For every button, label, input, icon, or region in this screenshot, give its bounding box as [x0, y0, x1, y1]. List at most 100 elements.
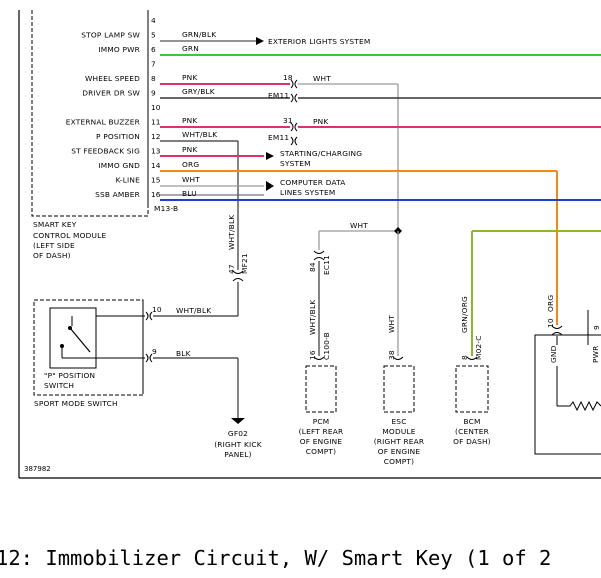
wire-label-wht-a: WHT: [313, 74, 331, 83]
module-pin-label: DRIVER DR SW: [82, 89, 140, 98]
p-position-label-2: SWITCH: [44, 381, 74, 390]
esc-pin: 38: [387, 350, 396, 360]
ground-line-2: PANEL): [224, 450, 251, 459]
figure-caption: 12: Immobilizer Circuit, W/ Smart Key (1…: [0, 546, 601, 578]
pcm-wire-label: WHT/BLK: [308, 300, 317, 335]
ground-name: GF02: [228, 429, 248, 438]
sport-connector-icon: [145, 311, 153, 363]
bcm-name-3: OF DASH): [453, 437, 491, 446]
sport-wire-10: WHT/BLK: [176, 306, 211, 315]
ec11-label: EC11: [322, 255, 331, 275]
pcm-pin: 16: [308, 350, 317, 360]
module-pin-number: 14: [151, 161, 161, 170]
module-pin-label: SSB AMBER: [95, 190, 140, 199]
module-pin-label: K-LINE: [116, 176, 141, 185]
wire-label-6: GRN: [182, 44, 199, 53]
figure-id: 387982: [24, 465, 51, 473]
wire-label-15: WHT: [182, 175, 200, 184]
module-pin-number: 15: [151, 176, 161, 185]
switch-pivot-icon: [68, 326, 72, 330]
em11-connector-icon-2: [294, 79, 298, 146]
em11-pin-b: 31: [283, 116, 293, 125]
wire-label-14: ORG: [182, 160, 199, 169]
right-gnd: GND: [549, 345, 558, 363]
bcm-wire-label: GRN/ORG: [460, 296, 469, 333]
module-pin-label: IMMO GND: [98, 161, 140, 170]
mf21-connector-icon: [232, 270, 244, 282]
mf21-wire-label: WHT/BLK: [227, 215, 236, 250]
p-position-label-1: "P" POSITION: [44, 371, 95, 380]
wire-label-5: GRN/BLK: [182, 30, 216, 39]
module-pin-number: 12: [151, 132, 160, 141]
mf21-label: MF21: [240, 253, 249, 274]
module-pin-label: P POSITION: [96, 132, 140, 141]
wire-label-9: GRY/BLK: [182, 87, 215, 96]
sport-pin-10: 10: [152, 305, 162, 314]
module-pin-number: 7: [151, 60, 156, 69]
dest-starting-2: SYSTEM: [280, 159, 311, 168]
dest-starting-1: STARTING/CHARGING: [280, 149, 362, 158]
pcm-connector-icon: [313, 356, 325, 360]
esc-connector-icon: [392, 356, 404, 360]
pcm-name-3: OF ENGINE: [300, 437, 343, 446]
em11-label-b: EM11: [268, 133, 289, 142]
module-pin-number: 5: [151, 31, 156, 40]
ec11-pin: 84: [308, 262, 317, 272]
pcm-box: [305, 365, 337, 413]
module-name-line-3: (LEFT SIDE: [33, 241, 75, 250]
esc-name-3: (RIGHT REAR: [374, 437, 425, 446]
module-pin-number: 4: [151, 16, 156, 25]
module-pin-number: 13: [151, 147, 161, 156]
wire-label-pnk-b: PNK: [313, 117, 328, 126]
bcm-pin: 8: [460, 355, 469, 360]
ground-line-1: (RIGHT KICK: [214, 440, 262, 449]
module-pin-number: 6: [151, 45, 156, 54]
module-pin-number: 9: [151, 89, 156, 98]
module-pin-number: 8: [151, 74, 156, 83]
switch-contact-icon: [60, 344, 64, 348]
module-pin-number: 11: [151, 118, 161, 127]
arrow-ext-lights-icon: [256, 37, 264, 45]
wire-label-wht-top: WHT: [350, 221, 368, 230]
pcm-conn: C100-B: [322, 332, 331, 360]
esc-wire-label: WHT: [387, 315, 396, 333]
figure-caption-text: 12: Immobilizer Circuit, W/ Smart Key (1…: [0, 546, 552, 570]
module-pin-label: ST FEEDBACK SIG: [71, 147, 140, 156]
esc-box: [383, 365, 415, 413]
esc-name-5: COMPT): [384, 457, 414, 466]
module-name-line-4: OF DASH): [33, 251, 71, 260]
module-pin-label: EXTERNAL BUZZER: [66, 118, 140, 127]
right-pin-9: 9: [592, 325, 601, 330]
bcm-conn: M02-C: [474, 335, 483, 360]
ec11-connector-icon: [313, 250, 325, 261]
esc-name-1: ESC: [391, 417, 406, 426]
bcm-name-1: BCM: [463, 417, 480, 426]
module-pin-label: WHEEL SPEED: [85, 74, 140, 83]
bcm-name-2: (CENTER: [455, 427, 489, 436]
dest-computer-2: LINES SYSTEM: [280, 188, 335, 197]
module-pin-number: 16: [151, 190, 161, 199]
ground-icon: [231, 418, 245, 424]
module-pins: 4 5 STOP LAMP SW 6 IMMO PWR 7 8 WHEEL SPEED 9 DRI…: [66, 16, 161, 199]
right-pwr: PWR: [591, 346, 600, 364]
module-pin-label: IMMO PWR: [98, 45, 140, 54]
wire-label-16: BLU: [182, 189, 197, 198]
module-name-line-1: SMART KEY: [33, 220, 77, 229]
esc-name-4: OF ENGINE: [378, 447, 421, 456]
module-connector-label: M13-B: [154, 204, 178, 213]
smart-key-module-box: [31, 10, 149, 217]
em11-connector-icon: [290, 79, 294, 146]
arrow-starting-icon: [266, 152, 274, 160]
right-module-box: [534, 334, 601, 455]
arrow-computer-icon: [266, 181, 274, 191]
module-name-line-2: CONTROL MODULE: [33, 231, 106, 240]
module-pin-label: STOP LAMP SW: [81, 31, 140, 40]
pcm-name-4: COMPT): [306, 447, 336, 456]
right-connector-icon: [551, 325, 563, 336]
dest-computer-1: COMPUTER DATA: [280, 178, 346, 187]
wire-label-8: PNK: [182, 73, 197, 82]
dest-exterior-lights: EXTERIOR LIGHTS SYSTEM: [268, 37, 370, 46]
p-position-switch-box: [49, 307, 97, 369]
module-pin-number: 10: [151, 103, 161, 112]
